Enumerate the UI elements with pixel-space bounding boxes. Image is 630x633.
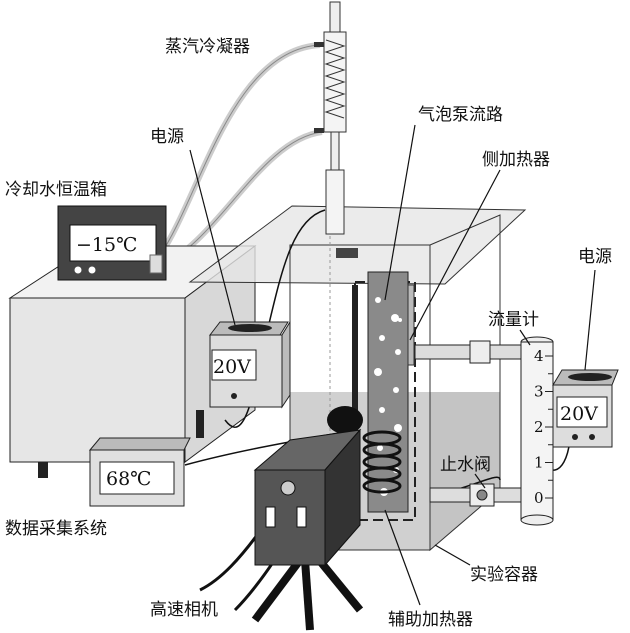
daq-temp-display: 68℃ <box>106 468 151 490</box>
high-speed-camera <box>199 406 364 631</box>
label-side-heater: 侧加热器 <box>482 150 550 170</box>
label-condenser: 蒸汽冷凝器 <box>165 37 250 57</box>
label-flowmeter: 流量计 <box>488 310 539 330</box>
label-stop-valve: 止水阀 <box>440 455 491 475</box>
daq-system <box>88 437 191 507</box>
flowmeter-tick-label: 3 <box>534 383 544 401</box>
label-bubble-pump-path: 气泡泵流路 <box>418 105 503 125</box>
label-power-left: 电源 <box>150 127 184 147</box>
aux-heater-coil <box>362 430 402 494</box>
bubble-pump <box>352 271 416 521</box>
label-camera: 高速相机 <box>150 600 218 620</box>
power-right-display: 20V <box>560 403 598 425</box>
flowmeter-tick-label: 1 <box>534 454 544 472</box>
stop-valve-pipe <box>429 483 526 507</box>
label-power-right: 电源 <box>578 247 612 267</box>
flowmeter-tick-label: 4 <box>534 347 544 365</box>
power-supply-left <box>196 320 291 438</box>
flowmeter-tick-label: 0 <box>534 489 544 507</box>
label-container: 实验容器 <box>470 565 538 585</box>
label-aux-heater: 辅助加热器 <box>388 610 473 630</box>
power-supply-right <box>552 369 619 448</box>
bath-controller <box>57 205 167 281</box>
steam-condenser <box>314 1 358 258</box>
leader-lines <box>189 124 596 606</box>
label-data-acquisition: 数据采集系统 <box>5 519 107 539</box>
cooling-tube-upper-edge <box>157 44 321 259</box>
flowmeter: 0 1 2 3 4 <box>520 336 554 526</box>
power-left-display: 20V <box>213 356 251 378</box>
flowmeter-tick-label: 2 <box>534 418 544 436</box>
label-cooling-bath: 冷却水恒温箱 <box>5 180 107 200</box>
bath-temp-display: −15℃ <box>76 234 137 256</box>
pipe-upper <box>414 340 526 364</box>
